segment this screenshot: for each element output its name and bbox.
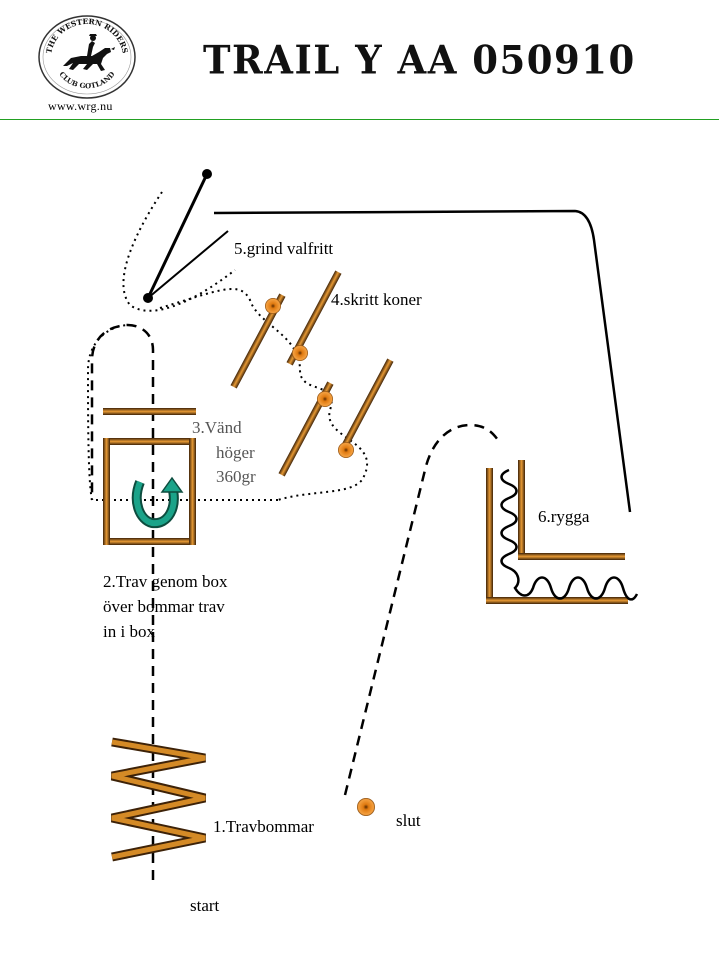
gate-obstacle bbox=[143, 169, 229, 303]
dashed-route bbox=[90, 323, 155, 880]
cone-marker bbox=[265, 298, 281, 314]
label-box-line2: över bommar trav bbox=[103, 597, 225, 616]
horse-rider-icon bbox=[63, 34, 115, 71]
arena-fence bbox=[213, 209, 632, 513]
label-cones: 4.skritt koner bbox=[331, 290, 422, 309]
dashed-route-end bbox=[343, 423, 499, 796]
trot-poles-obstacle bbox=[110, 737, 207, 862]
turn-arrow-icon bbox=[131, 476, 184, 529]
page-title: TRAIL Y AA 050910 bbox=[203, 36, 636, 84]
label-turn-line1: 3.Vänd bbox=[192, 418, 242, 437]
cone-lane-obstacle bbox=[230, 270, 394, 477]
label-gate: 5.grind valfritt bbox=[234, 239, 334, 258]
finish-cone bbox=[357, 798, 375, 816]
label-turn-line2: höger bbox=[216, 443, 255, 462]
label-box-line3: in i box bbox=[103, 622, 155, 641]
label-trot-poles: 1.Travbommar bbox=[213, 817, 314, 836]
label-finish: slut bbox=[396, 811, 421, 830]
cone-marker bbox=[292, 345, 308, 361]
box-obstacle bbox=[103, 408, 196, 545]
label-turn-line3: 360gr bbox=[216, 467, 256, 486]
label-start: start bbox=[190, 896, 220, 915]
website-link[interactable]: www.wrg.nu bbox=[48, 99, 113, 113]
cone-marker bbox=[317, 391, 333, 407]
dotted-route-box bbox=[86, 324, 278, 501]
dotted-route bbox=[122, 191, 236, 312]
back-up-path bbox=[500, 468, 639, 601]
label-back-up: 6.rygga bbox=[538, 507, 590, 526]
back-up-obstacle bbox=[486, 460, 639, 604]
header-divider bbox=[0, 119, 719, 120]
dotted-route-cones bbox=[159, 288, 369, 501]
cone-marker bbox=[338, 442, 354, 458]
club-logo: THE WESTERN RIDERS CLUB GOTLAND bbox=[37, 14, 137, 100]
label-box-line1: 2.Trav genom box bbox=[103, 572, 228, 591]
